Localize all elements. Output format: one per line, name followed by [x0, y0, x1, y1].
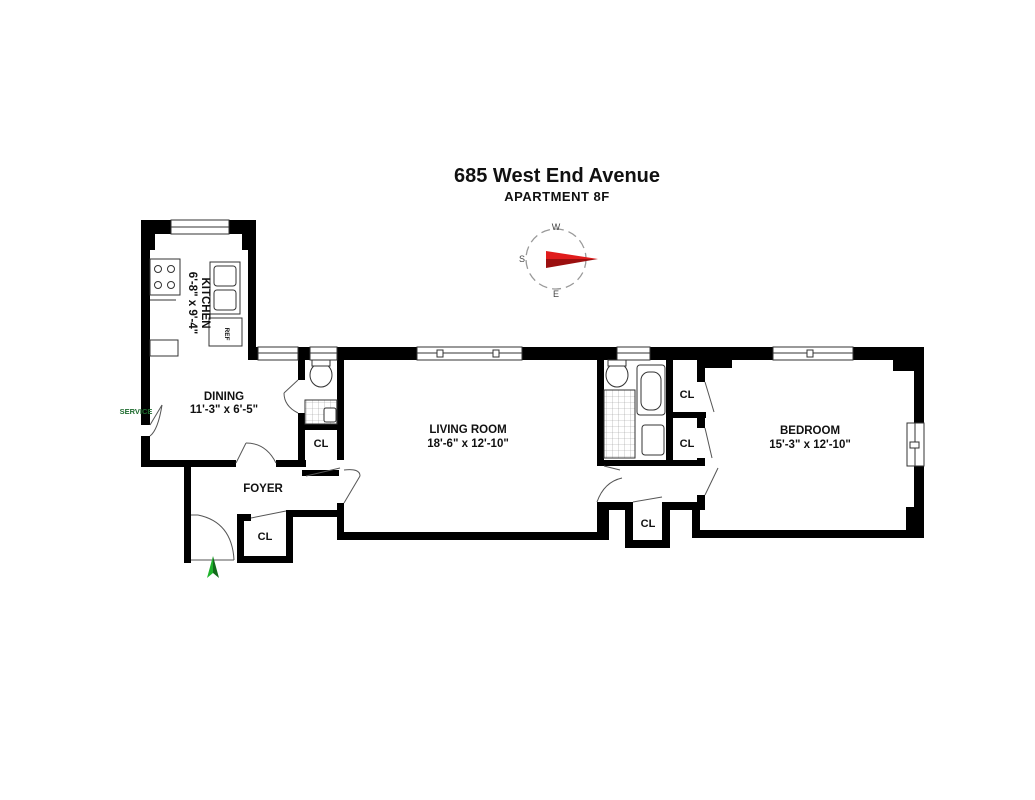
stove-icon [149, 258, 181, 296]
refrigerator-icon [208, 317, 243, 347]
toilet-icon [605, 362, 629, 388]
bath-fixtures [304, 359, 666, 459]
kitchen-fixtures [149, 258, 243, 357]
living-room-dims: 18'-6" x 12'-10" [427, 438, 509, 450]
closet-label: CL [680, 389, 695, 401]
closet-label: CL [680, 438, 695, 450]
sink-icon [323, 407, 337, 423]
compass-label-w: W [552, 222, 561, 232]
counter-icon [149, 339, 179, 357]
refrigerator-label: REF [223, 328, 230, 341]
living-room-name: LIVING ROOM [429, 424, 506, 436]
windows [170, 219, 925, 467]
kitchen-label-group: KITCHEN 6'-8" x 9'-4" [186, 272, 211, 334]
tile-floor [603, 389, 636, 459]
closet-label: CL [258, 531, 273, 543]
dining-dims: 11'-3" x 6'-5" [190, 404, 258, 416]
plan-subtitle: APARTMENT 8F [504, 189, 609, 204]
kitchen-name: KITCHEN [199, 277, 211, 328]
bedroom-name: BEDROOM [780, 425, 840, 437]
compass-label-s: S [519, 254, 525, 264]
bedroom-dims: 15'-3" x 12'-10" [769, 439, 851, 451]
compass-label-e: E [553, 289, 559, 299]
compass-icon: W E S [519, 222, 598, 299]
closet-label: CL [314, 438, 329, 450]
doors [149, 379, 719, 561]
vanity-icon [641, 424, 665, 456]
service-entrance-label: SERVICE [120, 407, 153, 416]
plan-title: 685 West End Avenue [454, 165, 660, 187]
entry-arrow-icon [207, 556, 219, 578]
toilet-icon [309, 362, 333, 388]
foyer-name: FOYER [243, 483, 283, 495]
closet-label: CL [641, 518, 656, 530]
kitchen-dims: 6'-8" x 9'-4" [186, 272, 198, 334]
walls [141, 220, 924, 563]
dining-name: DINING [204, 391, 244, 403]
